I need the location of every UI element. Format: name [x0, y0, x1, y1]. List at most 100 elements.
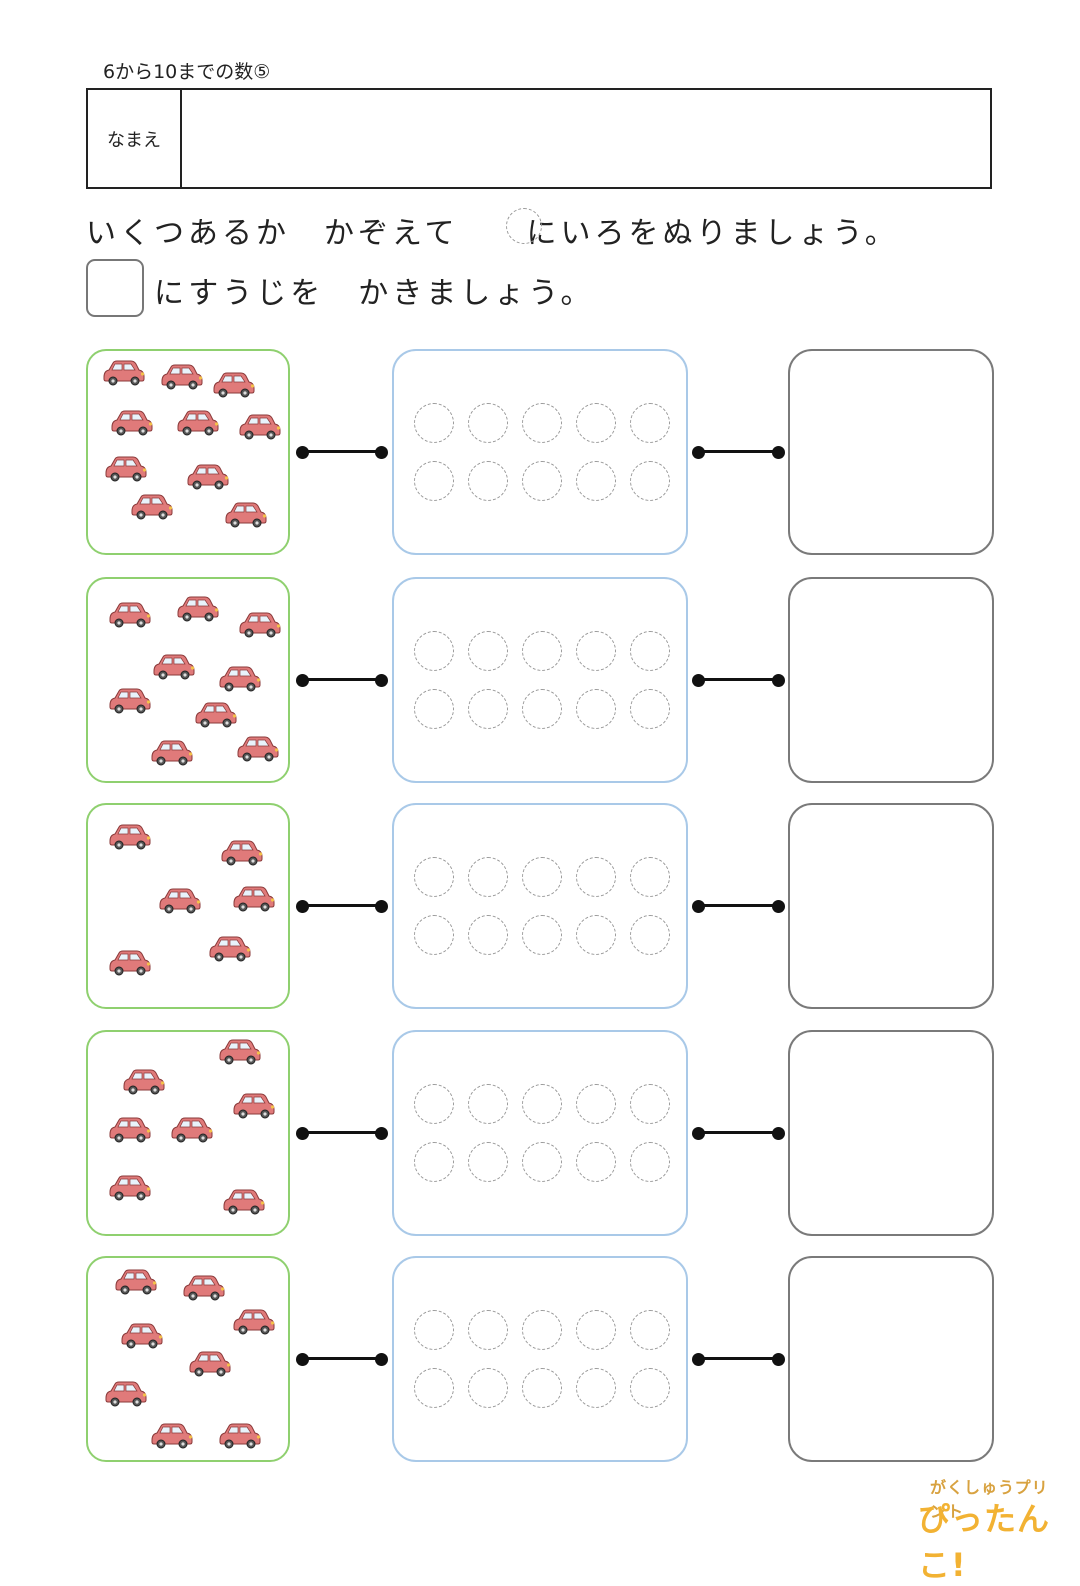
connector-dot[interactable] — [375, 1353, 388, 1366]
count-circle[interactable] — [576, 461, 616, 501]
coloring-box — [392, 1256, 688, 1462]
connector-dot[interactable] — [692, 446, 705, 459]
count-circle[interactable] — [522, 461, 562, 501]
car-icon — [174, 409, 220, 437]
connector-dot[interactable] — [375, 446, 388, 459]
connector-dot[interactable] — [772, 1353, 785, 1366]
count-circle[interactable] — [630, 857, 670, 897]
count-circle[interactable] — [522, 915, 562, 955]
car-icon — [106, 1116, 152, 1144]
answer-box[interactable] — [788, 1256, 994, 1462]
connector-dot[interactable] — [772, 1127, 785, 1140]
name-field[interactable]: なまえ — [86, 88, 992, 189]
answer-box[interactable] — [788, 577, 994, 783]
count-circle[interactable] — [468, 1310, 508, 1350]
count-circle[interactable] — [630, 1142, 670, 1182]
connector-line — [302, 450, 381, 453]
connector-dot[interactable] — [296, 446, 309, 459]
count-circle[interactable] — [414, 689, 454, 729]
count-circle[interactable] — [468, 689, 508, 729]
count-circle[interactable] — [414, 1142, 454, 1182]
count-circle[interactable] — [576, 915, 616, 955]
connector-dot[interactable] — [375, 1127, 388, 1140]
connector-line — [698, 1357, 778, 1360]
connector-dot[interactable] — [296, 1127, 309, 1140]
connector-dot[interactable] — [692, 1127, 705, 1140]
count-circle[interactable] — [522, 857, 562, 897]
count-circle[interactable] — [468, 915, 508, 955]
count-circle[interactable] — [576, 689, 616, 729]
count-circle[interactable] — [522, 689, 562, 729]
car-icon — [216, 665, 262, 693]
count-circle[interactable] — [630, 1084, 670, 1124]
count-circle[interactable] — [468, 403, 508, 443]
count-circle[interactable] — [576, 1084, 616, 1124]
count-circle[interactable] — [522, 631, 562, 671]
count-circle[interactable] — [630, 461, 670, 501]
count-circle[interactable] — [468, 857, 508, 897]
connector-dot[interactable] — [296, 674, 309, 687]
picture-box — [86, 349, 290, 555]
count-circle[interactable] — [576, 403, 616, 443]
count-circle[interactable] — [630, 403, 670, 443]
instruction-line-1: いくつあるか かぞえて にいろをぬりましょう。 — [86, 216, 899, 251]
count-circle[interactable] — [522, 1310, 562, 1350]
count-circle[interactable] — [630, 915, 670, 955]
car-icon — [148, 1422, 194, 1450]
count-circle[interactable] — [576, 1142, 616, 1182]
worksheet-title: 6から10までの数⑤ — [103, 61, 271, 83]
count-circle[interactable] — [576, 857, 616, 897]
count-circle[interactable] — [414, 461, 454, 501]
car-icon — [210, 371, 256, 399]
count-circle[interactable] — [522, 1368, 562, 1408]
car-icon — [112, 1268, 158, 1296]
count-circle[interactable] — [522, 403, 562, 443]
problem-row-1 — [0, 349, 1080, 555]
count-circle[interactable] — [414, 1368, 454, 1408]
connector-dot[interactable] — [692, 900, 705, 913]
problem-row-2 — [0, 577, 1080, 783]
connector-dot[interactable] — [692, 674, 705, 687]
count-circle[interactable] — [576, 631, 616, 671]
count-circle[interactable] — [630, 689, 670, 729]
car-icon — [230, 1308, 276, 1336]
count-circle[interactable] — [630, 1310, 670, 1350]
connector-dot[interactable] — [772, 674, 785, 687]
car-icon — [184, 463, 230, 491]
car-icon — [106, 687, 152, 715]
count-circle[interactable] — [468, 461, 508, 501]
count-circle[interactable] — [522, 1142, 562, 1182]
count-circle[interactable] — [414, 631, 454, 671]
count-circle[interactable] — [414, 915, 454, 955]
count-circle[interactable] — [414, 1084, 454, 1124]
answer-box[interactable] — [788, 349, 994, 555]
count-circle[interactable] — [468, 1142, 508, 1182]
count-circle[interactable] — [522, 1084, 562, 1124]
problem-row-5 — [0, 1256, 1080, 1462]
count-circle[interactable] — [630, 1368, 670, 1408]
count-circle[interactable] — [414, 1310, 454, 1350]
count-circle[interactable] — [468, 1368, 508, 1408]
connector-dot[interactable] — [772, 900, 785, 913]
count-circle[interactable] — [630, 631, 670, 671]
count-circle[interactable] — [576, 1368, 616, 1408]
answer-box[interactable] — [788, 803, 994, 1009]
connector-dot[interactable] — [375, 674, 388, 687]
count-circle[interactable] — [468, 1084, 508, 1124]
count-circle[interactable] — [468, 631, 508, 671]
connector-dot[interactable] — [692, 1353, 705, 1366]
connector-line — [302, 1357, 381, 1360]
connector-dot[interactable] — [296, 1353, 309, 1366]
connector-dot[interactable] — [296, 900, 309, 913]
connector-dot[interactable] — [375, 900, 388, 913]
coloring-box — [392, 803, 688, 1009]
count-circle[interactable] — [414, 857, 454, 897]
count-circle[interactable] — [576, 1310, 616, 1350]
connector-line — [698, 904, 778, 907]
car-icon — [168, 1116, 214, 1144]
connector-dot[interactable] — [772, 446, 785, 459]
answer-box[interactable] — [788, 1030, 994, 1236]
car-icon — [150, 653, 196, 681]
dashed-circle-icon — [506, 208, 542, 244]
count-circle[interactable] — [414, 403, 454, 443]
